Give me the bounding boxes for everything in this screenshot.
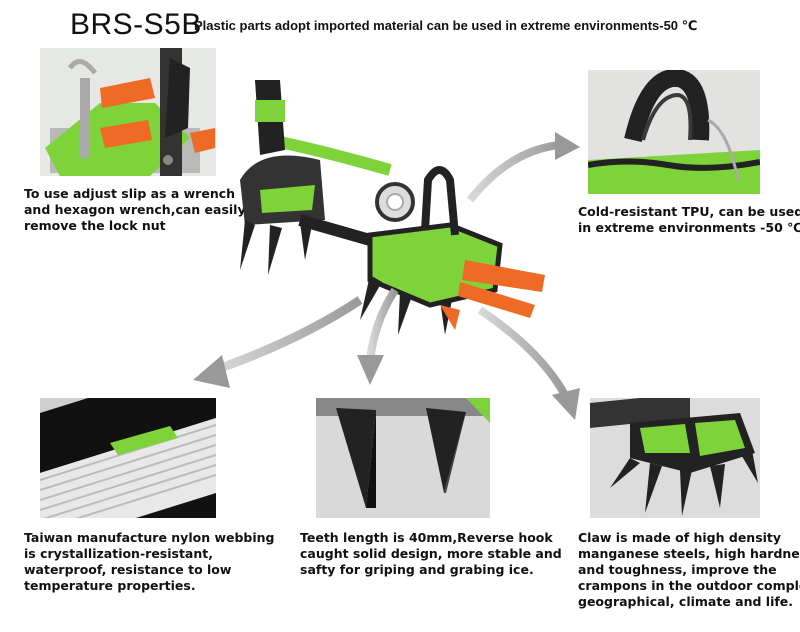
teeth-caption-line: caught solid design, more stable and <box>300 546 562 561</box>
webbing-caption-line: Taiwan manufacture nylon webbing <box>24 530 275 545</box>
claw-detail-photo <box>590 398 760 518</box>
claw-caption-line: and toughness, improve the <box>578 562 777 577</box>
tpu-caption: Cold-resistant TPU, can be used in extre… <box>578 204 800 236</box>
teeth-detail-photo <box>316 398 490 518</box>
webbing-detail-photo <box>40 398 216 518</box>
wrench-caption-line: and hexagon wrench,can easily <box>24 202 246 217</box>
product-tagline: Plastic parts adopt imported material ca… <box>194 18 698 33</box>
claw-caption-line: manganese steels, high hardness <box>578 546 800 561</box>
tpu-detail-photo <box>588 70 760 194</box>
webbing-caption-line: waterproof, resistance to low <box>24 562 232 577</box>
wrench-caption-line: remove the lock nut <box>24 218 166 233</box>
teeth-caption-line: safty for griping and grabing ice. <box>300 562 534 577</box>
wrench-caption: To use adjust slip as a wrench and hexag… <box>24 186 246 234</box>
claw-caption: Claw is made of high density manganese s… <box>578 530 800 610</box>
claw-caption-line: Claw is made of high density <box>578 530 782 545</box>
teeth-caption: Teeth length is 40mm,Reverse hook caught… <box>300 530 562 578</box>
claw-caption-line: crampons in the outdoor complex <box>578 578 800 593</box>
teeth-caption-line: Teeth length is 40mm,Reverse hook <box>300 530 553 545</box>
wrench-caption-line: To use adjust slip as a wrench <box>24 186 236 201</box>
crampon-product-image <box>200 60 580 340</box>
wrench-detail-photo <box>40 48 216 176</box>
tpu-caption-line: in extreme environments -50 ℃ <box>578 220 800 235</box>
webbing-caption: Taiwan manufacture nylon webbing is crys… <box>24 530 275 594</box>
webbing-caption-line: temperature properties. <box>24 578 196 593</box>
product-model-title: BRS-S5B <box>70 8 202 41</box>
tpu-caption-line: Cold-resistant TPU, can be used <box>578 204 800 219</box>
claw-caption-line: geographical, climate and life. <box>578 594 794 609</box>
webbing-caption-line: is crystallization-resistant, <box>24 546 213 561</box>
